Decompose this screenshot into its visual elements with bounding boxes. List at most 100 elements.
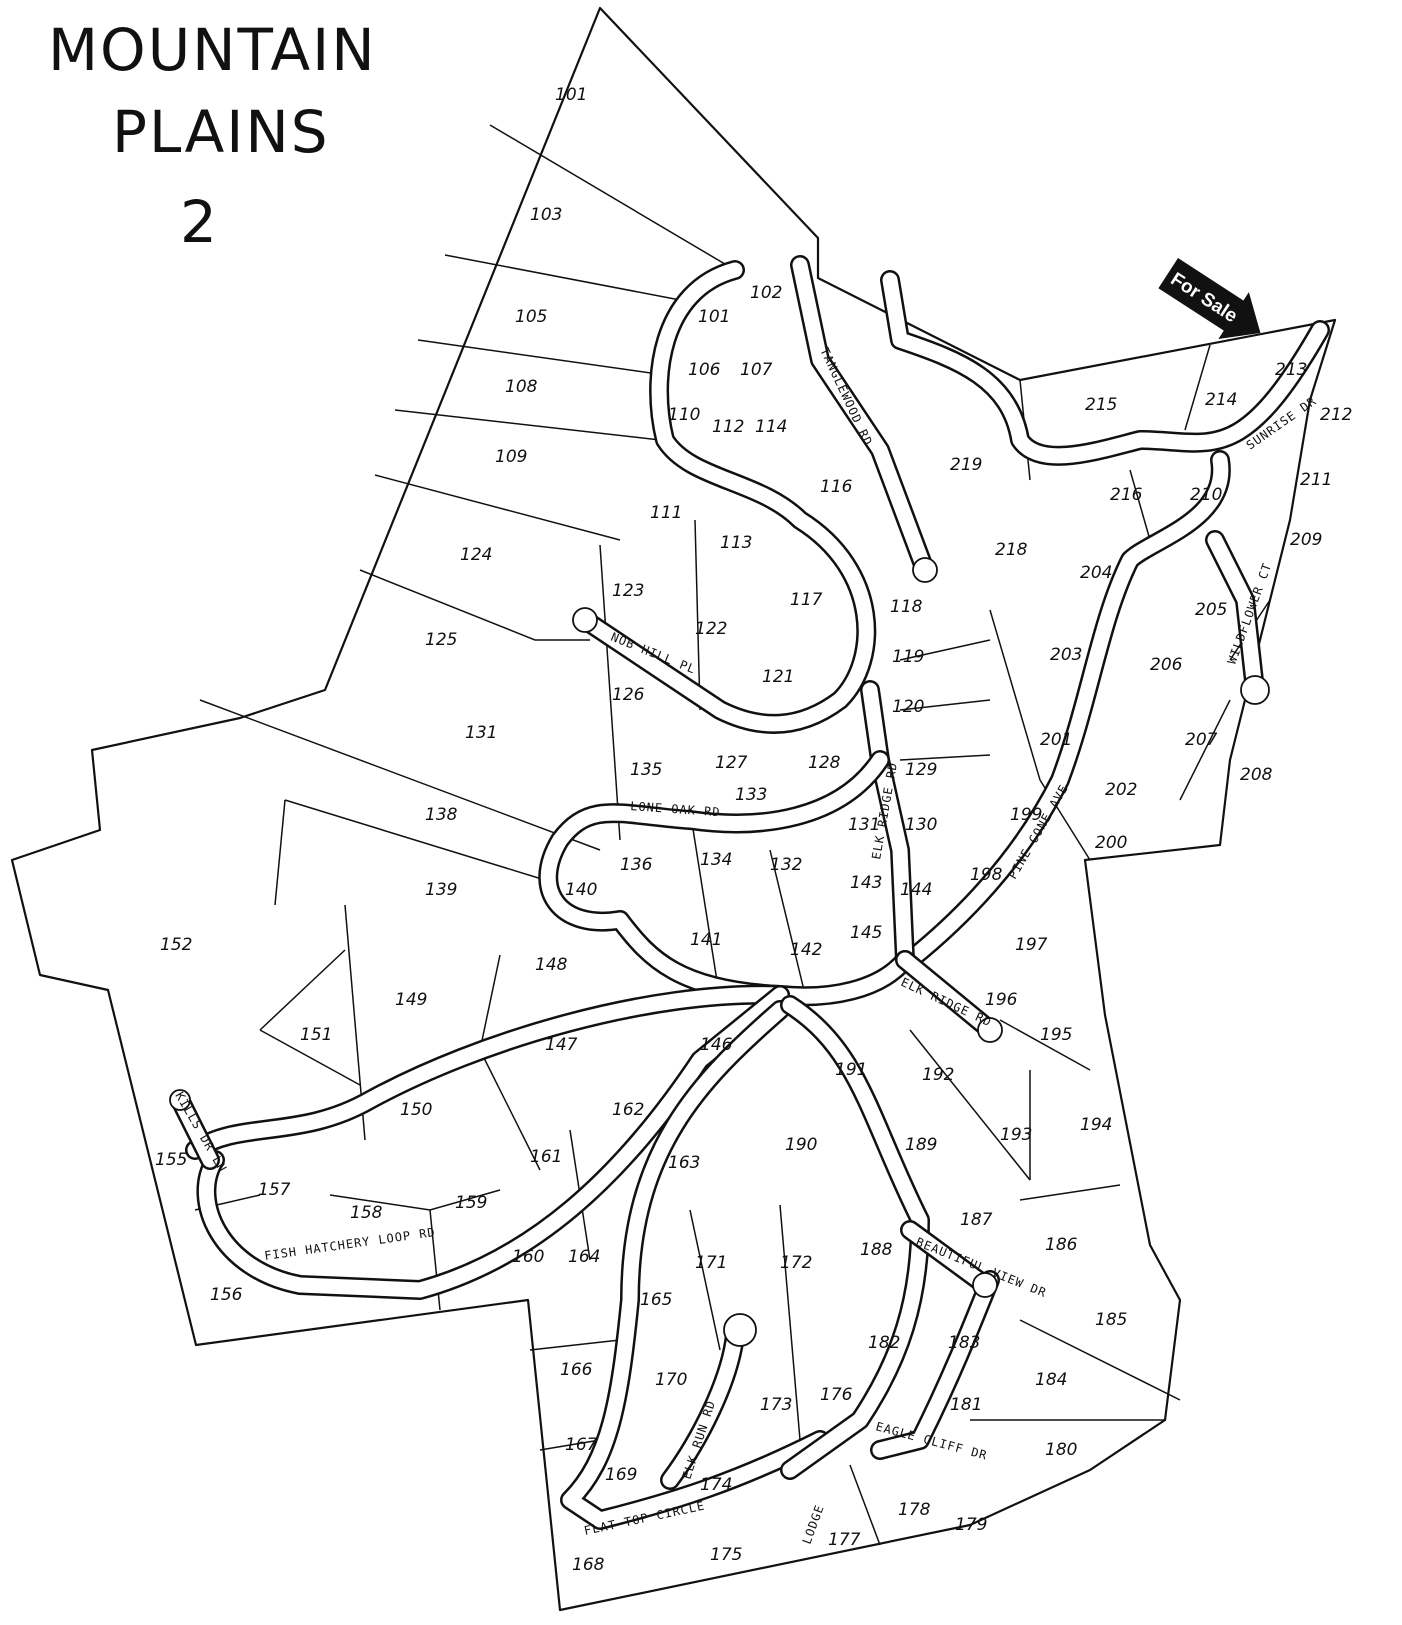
lot-number: 107 bbox=[740, 360, 773, 380]
lot-number: 152 bbox=[160, 935, 192, 955]
lot-number: 141 bbox=[690, 930, 722, 950]
lot-number: 189 bbox=[905, 1135, 937, 1155]
lot-number: 196 bbox=[985, 990, 1018, 1010]
lot-line bbox=[909, 1029, 1031, 1181]
lot-number: 145 bbox=[850, 923, 882, 943]
lot-line bbox=[479, 1049, 541, 1171]
lot-number: 171 bbox=[695, 1253, 727, 1273]
lot-number: 150 bbox=[400, 1100, 432, 1120]
lot-number: 165 bbox=[640, 1290, 672, 1310]
lot-number: 108 bbox=[505, 377, 538, 397]
lot-number: 160 bbox=[512, 1247, 544, 1267]
lot-number: 116 bbox=[820, 477, 853, 497]
lot-number: 194 bbox=[1080, 1115, 1112, 1135]
lot-line bbox=[274, 799, 286, 906]
subdivision-boundary bbox=[10, 6, 1337, 1612]
lot-line bbox=[444, 254, 681, 301]
lot-number: 200 bbox=[1095, 833, 1127, 853]
road-inner bbox=[902, 1222, 993, 1293]
lot-number: 188 bbox=[860, 1240, 893, 1260]
lot-line bbox=[779, 1204, 801, 1441]
lot-line bbox=[989, 609, 1091, 861]
road-label: LONE OAK RD bbox=[630, 799, 721, 819]
lot-line bbox=[849, 1464, 881, 1546]
lot-number: 197 bbox=[1015, 935, 1048, 955]
lot-number: 182 bbox=[868, 1333, 900, 1353]
lot-number: 109 bbox=[495, 447, 527, 467]
lot-number: 195 bbox=[1040, 1025, 1072, 1045]
lot-number: 215 bbox=[1085, 395, 1117, 415]
cul-de-sac bbox=[1240, 675, 1270, 705]
lot-number: 101 bbox=[698, 307, 730, 327]
lot-line bbox=[199, 699, 601, 851]
road-inner bbox=[187, 987, 788, 1158]
lot-number: 127 bbox=[715, 753, 748, 773]
lot-number: 101 bbox=[555, 85, 587, 105]
cul-de-sac bbox=[977, 1017, 1003, 1043]
cul-de-sac bbox=[912, 557, 938, 583]
lot-number: 139 bbox=[425, 880, 457, 900]
lot-number: 207 bbox=[1185, 730, 1218, 750]
title-line-2: PLAINS bbox=[112, 98, 330, 166]
lot-line bbox=[417, 339, 666, 376]
lot-number: 199 bbox=[1010, 805, 1042, 825]
for-sale-badge: For Sale bbox=[1158, 258, 1261, 340]
lot-number: 151 bbox=[300, 1025, 332, 1045]
lot-number: 103 bbox=[530, 205, 562, 225]
lot-number: 185 bbox=[1095, 1310, 1127, 1330]
lot-number: 142 bbox=[790, 940, 822, 960]
lot-line bbox=[689, 1209, 721, 1351]
lot-line bbox=[374, 474, 621, 541]
lot-line bbox=[999, 1019, 1091, 1071]
road-inner bbox=[1207, 532, 1263, 698]
lot-number: 161 bbox=[530, 1147, 562, 1167]
lot-number: 110 bbox=[668, 405, 700, 425]
lot-number: 129 bbox=[905, 760, 937, 780]
lot-number: 168 bbox=[572, 1555, 605, 1575]
lot-number: 177 bbox=[828, 1530, 861, 1550]
lot-line bbox=[1019, 1319, 1181, 1401]
lot-number: 184 bbox=[1035, 1370, 1067, 1390]
lot-number: 210 bbox=[1190, 485, 1222, 505]
lot-number: 174 bbox=[700, 1475, 732, 1495]
cul-de-sac bbox=[723, 1313, 757, 1347]
lot-lines bbox=[194, 124, 1271, 1546]
road-inner bbox=[862, 682, 913, 968]
lot-number: 121 bbox=[762, 667, 794, 687]
road-network bbox=[169, 255, 1330, 1530]
lot-number: 106 bbox=[688, 360, 721, 380]
lot-line bbox=[689, 809, 721, 1001]
lot-number: 112 bbox=[712, 417, 744, 437]
lot-number: 111 bbox=[650, 503, 682, 523]
lot-number: 167 bbox=[565, 1435, 598, 1455]
lot-number: 148 bbox=[535, 955, 568, 975]
lot-number: 135 bbox=[630, 760, 662, 780]
lot-number: 149 bbox=[395, 990, 427, 1010]
road-inner bbox=[172, 1092, 218, 1168]
lot-number: 163 bbox=[668, 1153, 700, 1173]
lot-number: 193 bbox=[1000, 1125, 1032, 1145]
lot-number: 162 bbox=[612, 1100, 644, 1120]
lot-number: 130 bbox=[905, 815, 937, 835]
lot-number: 219 bbox=[950, 455, 982, 475]
lot-number: 172 bbox=[780, 1253, 812, 1273]
road-inner bbox=[872, 1272, 998, 1458]
lot-line bbox=[599, 544, 621, 841]
lot-number: 132 bbox=[770, 855, 802, 875]
lot-number: 128 bbox=[808, 753, 841, 773]
lot-line bbox=[694, 519, 701, 711]
lot-number: 144 bbox=[900, 880, 932, 900]
lot-line bbox=[359, 569, 590, 641]
road-inner bbox=[199, 987, 788, 1298]
lot-line bbox=[899, 639, 991, 661]
lot-line bbox=[529, 1339, 621, 1351]
lot-number: 123 bbox=[612, 581, 644, 601]
lot-number: 122 bbox=[695, 619, 727, 639]
road-inner bbox=[882, 272, 1328, 464]
lot-number: 192 bbox=[922, 1065, 954, 1085]
lot-number: 147 bbox=[545, 1035, 578, 1055]
road-inner bbox=[897, 952, 998, 1038]
lot-number: 124 bbox=[460, 545, 492, 565]
lot-number: 203 bbox=[1050, 645, 1082, 665]
